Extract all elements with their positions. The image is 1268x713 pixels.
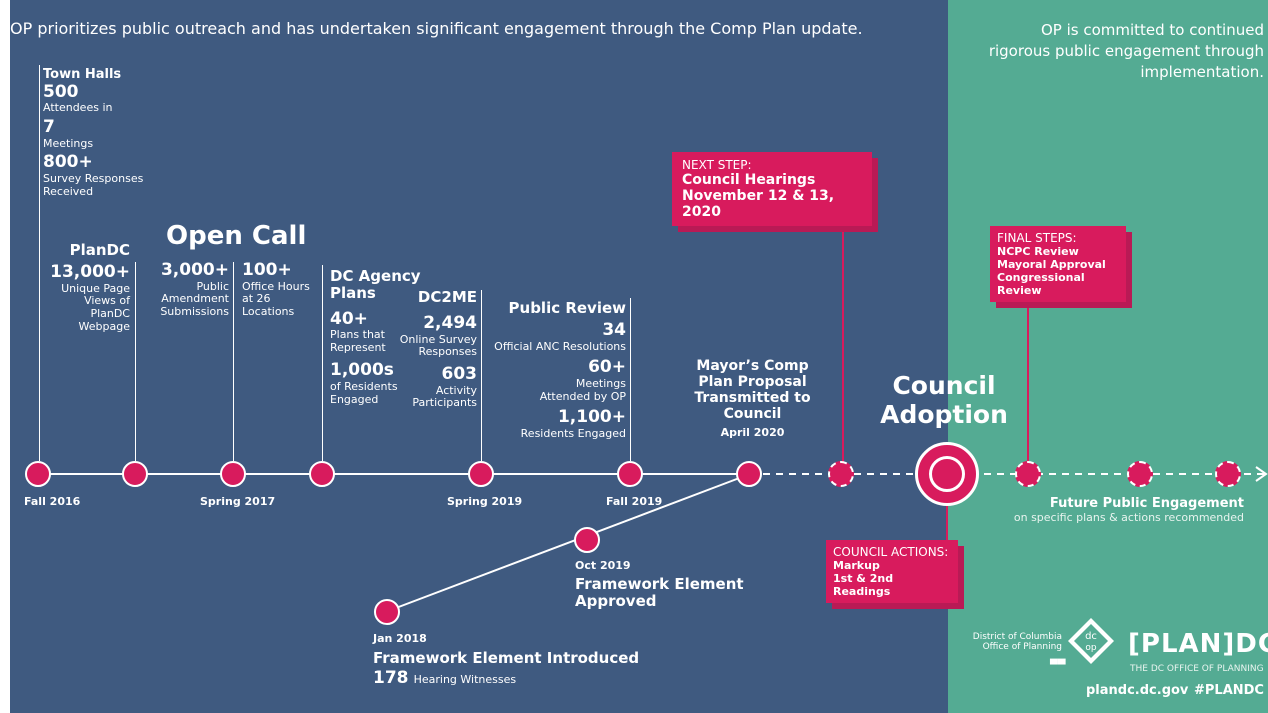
label-spring-2017: Spring 2017 [200, 495, 276, 508]
milestone-dot [374, 599, 400, 625]
label-fall-2016: Fall 2016 [24, 495, 81, 508]
open-call-submissions: 3,000+ Public Amendment Submissions [160, 260, 229, 318]
milestone-dot [468, 461, 494, 487]
future-engagement-panel [948, 0, 1268, 713]
future-engagement-block: Future Public Engagement on specific pla… [1013, 496, 1244, 524]
framework-introduced-block: Jan 2018 Framework Element Introduced 17… [373, 632, 640, 688]
label-fall-2019: Fall 2019 [606, 495, 663, 508]
svg-text:dc: dc [1085, 631, 1097, 642]
milestone-dot-future [1127, 461, 1153, 487]
milestone-dot [617, 461, 643, 487]
building-icon: ▀▀ [1050, 660, 1066, 671]
hashtag: #PLANDC [1194, 683, 1264, 698]
header-right: OP is committed to continued rigorous pu… [988, 21, 1264, 81]
website-url: plandc.dc.gov [1086, 683, 1189, 698]
plandc-logo-sub: THE DC OFFICE OF PLANNING [1130, 664, 1264, 674]
town-halls-block: Town Halls 500 Attendees in 7 Meetings 8… [43, 67, 144, 198]
milestone-dot [309, 461, 335, 487]
open-call-title: Open Call [166, 221, 307, 251]
header-left: OP prioritizes public outreach and has u… [10, 19, 863, 38]
next-step-callout: NEXT STEP: Council Hearings November 12 … [672, 152, 872, 226]
past-engagement-panel [10, 0, 948, 713]
council-adoption-title: Council Adoption [880, 371, 1008, 429]
milestone-dot [122, 461, 148, 487]
infographic: OP prioritizes public outreach and has u… [10, 0, 1268, 713]
milestone-dot [25, 461, 51, 487]
plandc-block: PlanDC 13,000+ Unique Page Views of Plan… [50, 241, 130, 333]
milestone-dot-future [828, 461, 854, 487]
dc2me-block: DC2ME 2,494 Online Survey Responses 603 … [399, 288, 477, 410]
framework-approved-block: Oct 2019 Framework Element Approved [575, 559, 744, 610]
svg-text:op: op [1085, 643, 1097, 653]
label-spring-2019: Spring 2019 [447, 495, 523, 508]
dc-agency-plans-block: DC Agency Plans 40+ Plans that Represent… [330, 267, 421, 406]
milestone-dot-future [1215, 461, 1241, 487]
milestone-dot [736, 461, 762, 487]
council-actions-callout: COUNCIL ACTIONS: Markup 1st & 2nd Readin… [826, 540, 958, 603]
open-call-office-hours: 100+ Office Hours at 26 Locations [242, 260, 310, 318]
dc-op-logo-icon: dc op [1066, 616, 1116, 666]
council-adoption-dot [915, 442, 979, 506]
op-name: District of Columbia Office of Planning [972, 632, 1062, 653]
milestone-dot-future [1015, 461, 1041, 487]
milestone-dot [220, 461, 246, 487]
mayor-proposal-block: Mayor’s Comp Plan Proposal Transmitted t… [694, 358, 811, 440]
final-steps-callout: FINAL STEPS: NCPC Review Mayoral Approva… [990, 226, 1126, 302]
plandc-logo: [PLAN]DC [1128, 629, 1268, 659]
public-review-block: Public Review 34 Official ANC Resolution… [494, 299, 626, 440]
milestone-dot [574, 527, 600, 553]
